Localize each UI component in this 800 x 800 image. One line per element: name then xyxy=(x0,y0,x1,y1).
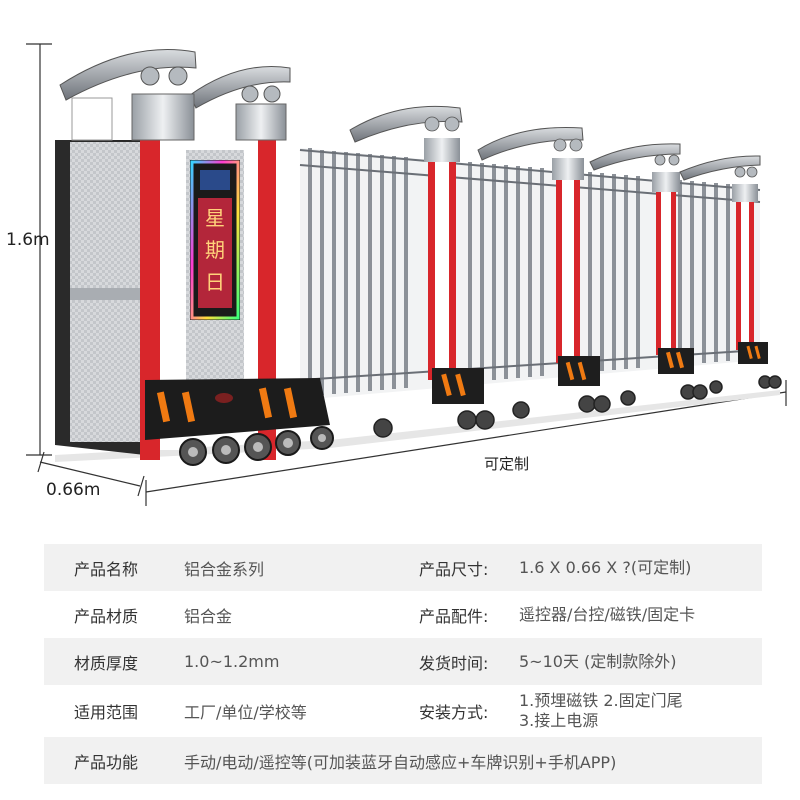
spec-value: 遥控器/台控/磁铁/固定卡 xyxy=(519,604,696,624)
ground-shadow xyxy=(55,390,780,462)
spec-label: 产品名称 xyxy=(74,559,139,579)
spec-row: 适用范围 工厂/单位/学校等 安装方式: 1.预埋磁铁 2.固定门尾 3.接上电… xyxy=(44,685,762,737)
spec-row: 产品材质 铝合金 产品配件: 遥控器/台控/磁铁/固定卡 xyxy=(44,591,762,638)
length-label: 可定制 xyxy=(484,455,530,473)
wheels xyxy=(373,375,782,438)
gate-posts xyxy=(424,138,758,380)
product-illustration: 星 期 日 1.6m 0. xyxy=(6,43,787,506)
spec-value: 5~10天 (定制款除外) xyxy=(519,651,677,671)
height-dimension xyxy=(26,43,52,456)
spec-label: 产品配件: xyxy=(419,606,489,626)
spec-value: 工厂/单位/学校等 xyxy=(184,703,307,722)
spec-value-line: 3.接上电源 xyxy=(519,711,599,730)
depth-label: 0.66m xyxy=(46,480,101,500)
spec-table: 产品名称 铝合金系列 产品尺寸: 1.6 X 0.66 X ?(可定制) 产品材… xyxy=(44,544,762,784)
spec-row: 产品功能 手动/电动/遥控等(可加装蓝牙自动感应+车牌识别+手机APP) xyxy=(44,737,762,784)
spec-value: 1.预埋磁铁 2.固定门尾 3.接上电源 xyxy=(519,691,762,731)
display-char-2: 期 xyxy=(205,238,225,262)
spec-value: 铝合金 xyxy=(184,606,233,626)
spec-value: 手动/电动/遥控等(可加装蓝牙自动感应+车牌识别+手机APP) xyxy=(184,752,617,772)
post-wheel-bases xyxy=(432,342,768,404)
spec-value: 1.6 X 0.66 X ?(可定制) xyxy=(519,557,692,577)
spec-value-line: 1.预埋磁铁 2.固定门尾 xyxy=(519,691,683,710)
post-roofs xyxy=(349,105,761,181)
spec-label: 产品尺寸: xyxy=(419,559,489,579)
spec-label: 安装方式: xyxy=(419,703,489,722)
spec-row: 产品名称 铝合金系列 产品尺寸: 1.6 X 0.66 X ?(可定制) xyxy=(44,544,762,591)
display-char-1: 星 xyxy=(205,206,225,230)
spec-label: 产品功能 xyxy=(74,752,139,772)
height-label: 1.6m xyxy=(6,230,50,250)
roof-finials xyxy=(424,116,758,178)
depth-dimension xyxy=(37,451,145,497)
spec-label: 产品材质 xyxy=(74,606,139,626)
head-unit-base xyxy=(145,378,334,466)
spec-value: 1.0~1.2mm xyxy=(184,652,280,671)
display-char-3: 日 xyxy=(205,270,225,294)
spec-label: 材质厚度 xyxy=(74,653,139,673)
gate-illustration: 星 期 日 xyxy=(26,43,787,506)
spec-label: 发货时间: xyxy=(419,653,489,673)
spec-row: 材质厚度 1.0~1.2mm 发货时间: 5~10天 (定制款除外) xyxy=(44,638,762,685)
spec-label: 适用范围 xyxy=(74,703,139,722)
spec-value: 铝合金系列 xyxy=(184,559,265,579)
length-dimension xyxy=(145,380,787,506)
fence-bars xyxy=(299,148,761,400)
led-display-panel: 星 期 日 xyxy=(190,160,240,320)
